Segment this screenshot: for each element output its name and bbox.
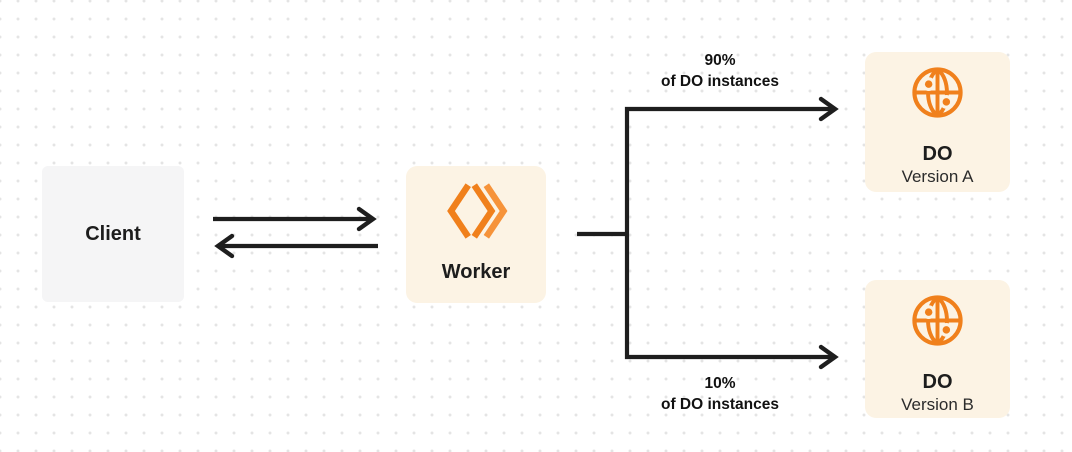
do-version-b-subtitle: Version B	[901, 395, 974, 414]
worker-label: Worker	[441, 261, 511, 283]
do-version-b-node: DO Version B	[865, 280, 1010, 418]
edge-fork-to-do-b	[624, 234, 839, 370]
workers-logo-icon	[447, 183, 508, 239]
branch-b-traffic-label: 10% of DO instances	[661, 373, 779, 415]
do-version-a-subtitle: Version A	[901, 167, 974, 186]
client-node: Client	[42, 166, 184, 302]
branch-b-caption: of DO instances	[661, 396, 779, 413]
client-label: Client	[85, 222, 141, 245]
do-version-b-title: DO	[922, 371, 953, 393]
branch-a-caption: of DO instances	[661, 73, 779, 90]
branch-a-traffic-label: 90% of DO instances	[661, 50, 779, 92]
worker-node: Worker	[406, 166, 546, 303]
durable-object-globe-icon	[912, 67, 963, 118]
durable-object-globe-icon	[912, 295, 963, 346]
edge-fork-to-do-a	[624, 96, 839, 234]
do-version-a-title: DO	[922, 143, 953, 165]
branch-a-percent: 90%	[704, 52, 736, 69]
branch-b-percent: 10%	[704, 375, 736, 392]
do-version-a-node: DO Version A	[865, 52, 1010, 192]
